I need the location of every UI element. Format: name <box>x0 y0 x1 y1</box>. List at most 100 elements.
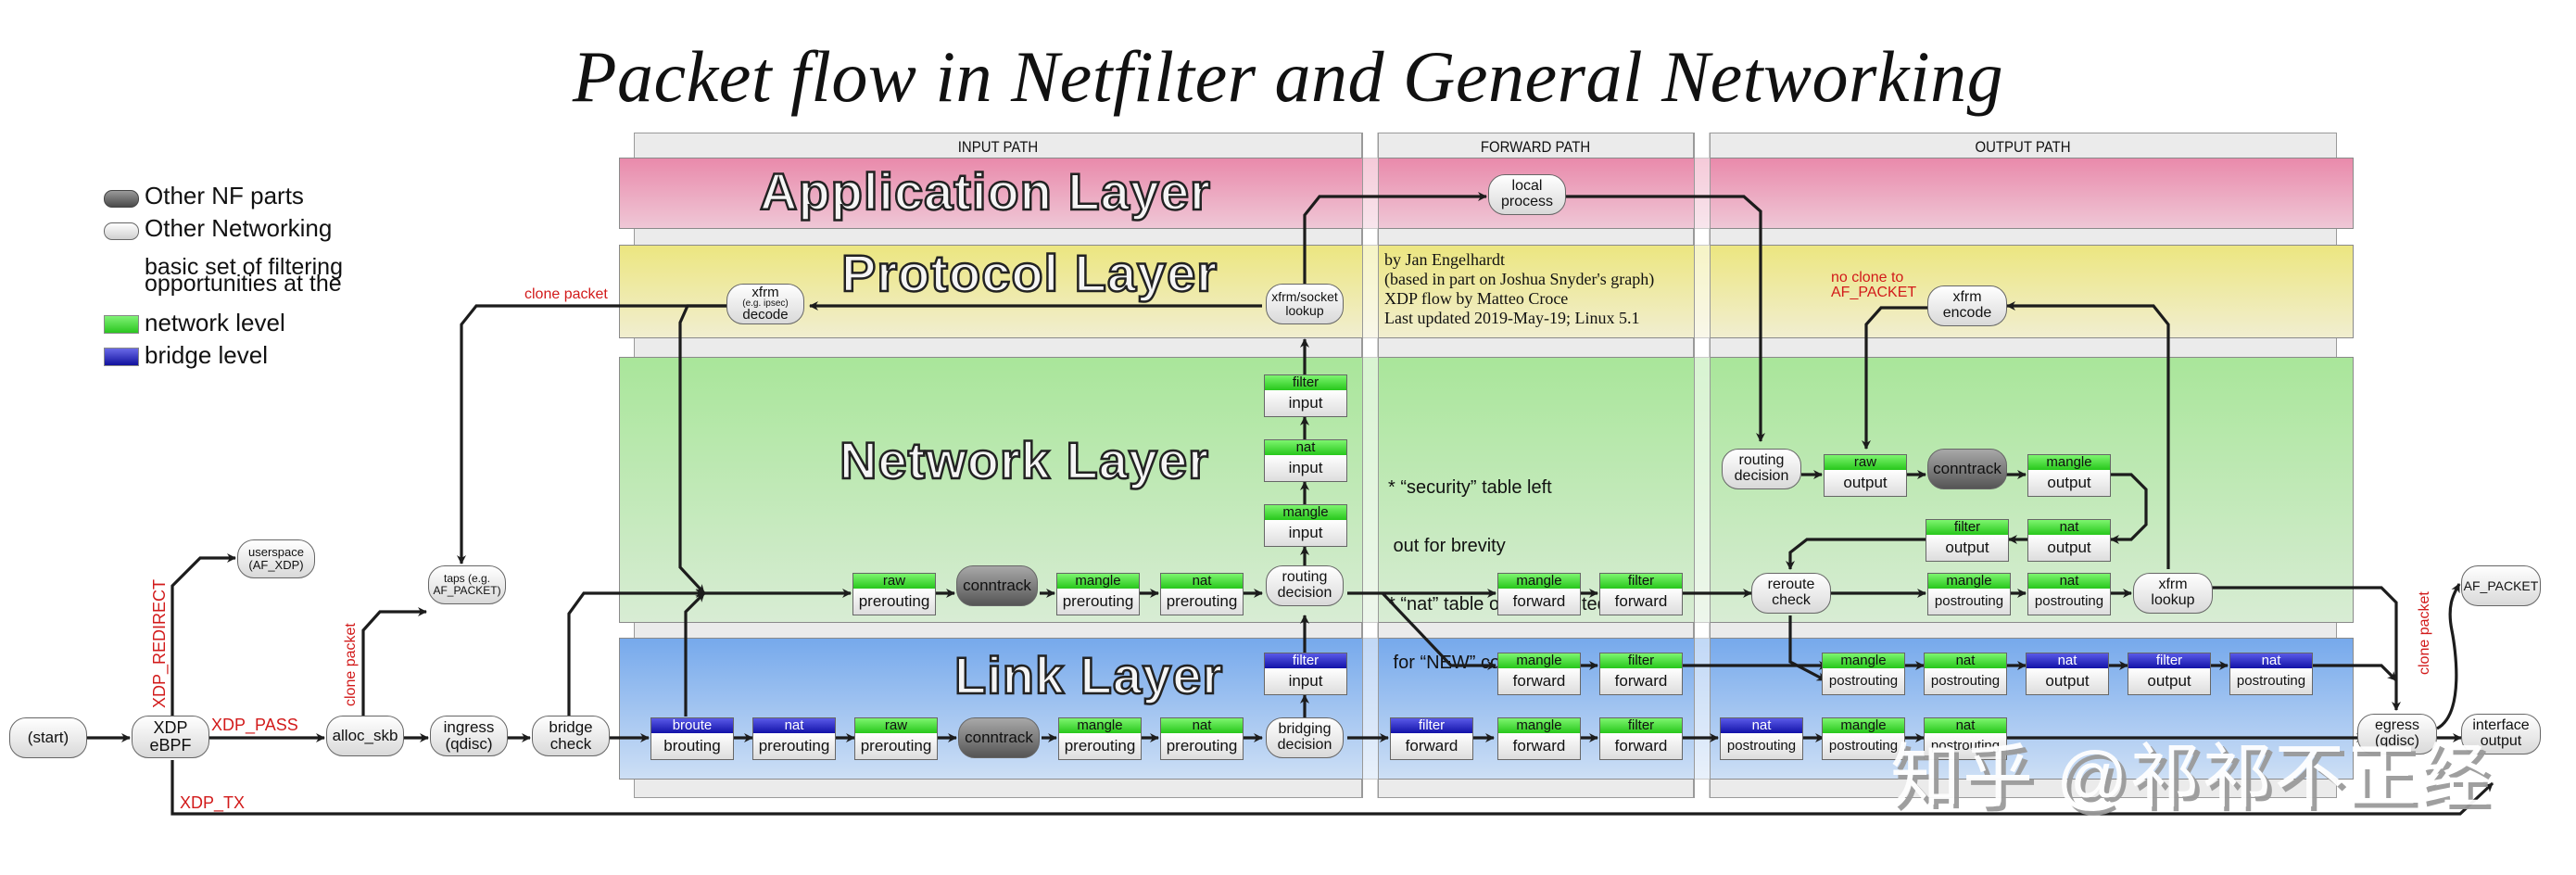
note-line: out for brevity <box>1388 536 1506 556</box>
reroute-check-node[interactable]: reroute check <box>1751 573 1831 614</box>
conntrack-output-node[interactable]: conntrack <box>1927 449 2007 489</box>
legend-basic-set-1: basic set of filtering <box>145 254 343 280</box>
hook-chain-label: output <box>1825 470 1906 496</box>
hook-table-label: nat <box>1161 574 1243 589</box>
routing-label-2: decision <box>1277 585 1332 601</box>
hook-chain-label: postrouting <box>1925 668 2006 694</box>
hook-table-label: mangle <box>1928 574 2010 589</box>
taps-node[interactable]: taps (e.g. AF_PACKET) <box>428 565 506 604</box>
xfrm-lookup-node[interactable]: xfrm lookup <box>2133 573 2213 614</box>
hook-table-label: mangle <box>2028 455 2110 470</box>
hook-table-label: filter <box>1600 718 1682 733</box>
start-node[interactable]: (start) <box>9 717 87 758</box>
hook-table-label: mangle <box>1823 718 1904 733</box>
hook-chain-label: postrouting <box>1928 589 2010 615</box>
xfrm-encode-node[interactable]: xfrm encode <box>1927 285 2007 326</box>
af-packet-node[interactable]: AF_PACKET <box>2461 565 2541 606</box>
local-process-node[interactable]: local process <box>1488 174 1566 215</box>
xdp-ebpf-node[interactable]: XDP eBPF <box>132 716 209 758</box>
forward-path-label: FORWARD PATH <box>1480 138 1591 156</box>
alloc-skb-node[interactable]: alloc_skb <box>326 716 404 756</box>
hook-chain-label: forward <box>1498 589 1580 615</box>
arrow <box>684 591 706 716</box>
application-layer-title: Application Layer <box>759 161 1211 222</box>
network-layer-title: Network Layer <box>839 430 1209 491</box>
hook-table-label: nat <box>1721 718 1802 733</box>
arrow <box>1862 306 1974 450</box>
egress-label-1: egress <box>2374 717 2420 734</box>
routing-decision-output-node[interactable]: routing decision <box>1722 449 1801 489</box>
note-line: * “security” table left <box>1388 477 1552 498</box>
local-process-label-2: process <box>1500 194 1554 209</box>
hook-chain-label: prerouting <box>1059 733 1141 759</box>
ingress-qdisc-node[interactable]: ingress (qdisc) <box>430 716 508 756</box>
hook-chain-label: input <box>1265 390 1346 416</box>
reroute-label-1: reroute <box>1767 577 1815 593</box>
hook-chain-label: input <box>1265 668 1346 694</box>
legend-network-swatch <box>104 315 139 334</box>
hook-table-label: mangle <box>1265 505 1346 520</box>
conntrack-link-node[interactable]: conntrack <box>958 717 1040 758</box>
xfrm-encode-label-1: xfrm <box>1952 289 1982 306</box>
hook-table-label: raw <box>855 718 937 733</box>
xfrm-socket-lookup-node[interactable]: xfrm/socket lookup <box>1266 284 1344 324</box>
credit-line: (based in part on Joshua Snyder's graph) <box>1384 270 1655 288</box>
userspace-label-2: (AF_XDP) <box>248 558 304 572</box>
egress-qdisc-node[interactable]: egress (qdisc) <box>2357 714 2437 755</box>
userspace-af-xdp-node[interactable]: userspace (AF_XDP) <box>237 539 315 578</box>
watermark: 知乎 @祁祁不正经 <box>1890 738 2492 817</box>
arrow <box>170 760 2494 816</box>
diagram-title: Packet flow in Netfilter and General Net… <box>572 36 2004 117</box>
hook-chain-label: forward <box>1600 589 1682 615</box>
bridge-check-node[interactable]: bridge check <box>532 716 610 756</box>
xfrm-lookup-label-2: lookup <box>2151 592 2195 608</box>
hook-table-label: raw <box>853 574 935 589</box>
credit-line: by Jan Engelhardt <box>1384 250 1505 269</box>
interface-output-node[interactable]: interface output <box>2461 714 2541 755</box>
hook-chain-label: output <box>2028 470 2110 496</box>
bridging-decision-node[interactable]: bridging decision <box>1266 717 1344 758</box>
bridging-label-2: decision <box>1277 737 1332 753</box>
conntrack-prerouting-node[interactable]: conntrack <box>956 565 1038 606</box>
xfrm-decode-node[interactable]: xfrm (e.g. ipsec) decode <box>726 284 804 324</box>
routing-decision-input-node[interactable]: routing decision <box>1266 565 1344 606</box>
arrow <box>2205 586 2401 711</box>
hook-chain-label: forward <box>1498 733 1580 759</box>
hook-chain-label: output <box>2028 535 2110 561</box>
hook-chain-label: prerouting <box>1161 733 1243 759</box>
legend-bridge-level: bridge level <box>145 341 268 369</box>
